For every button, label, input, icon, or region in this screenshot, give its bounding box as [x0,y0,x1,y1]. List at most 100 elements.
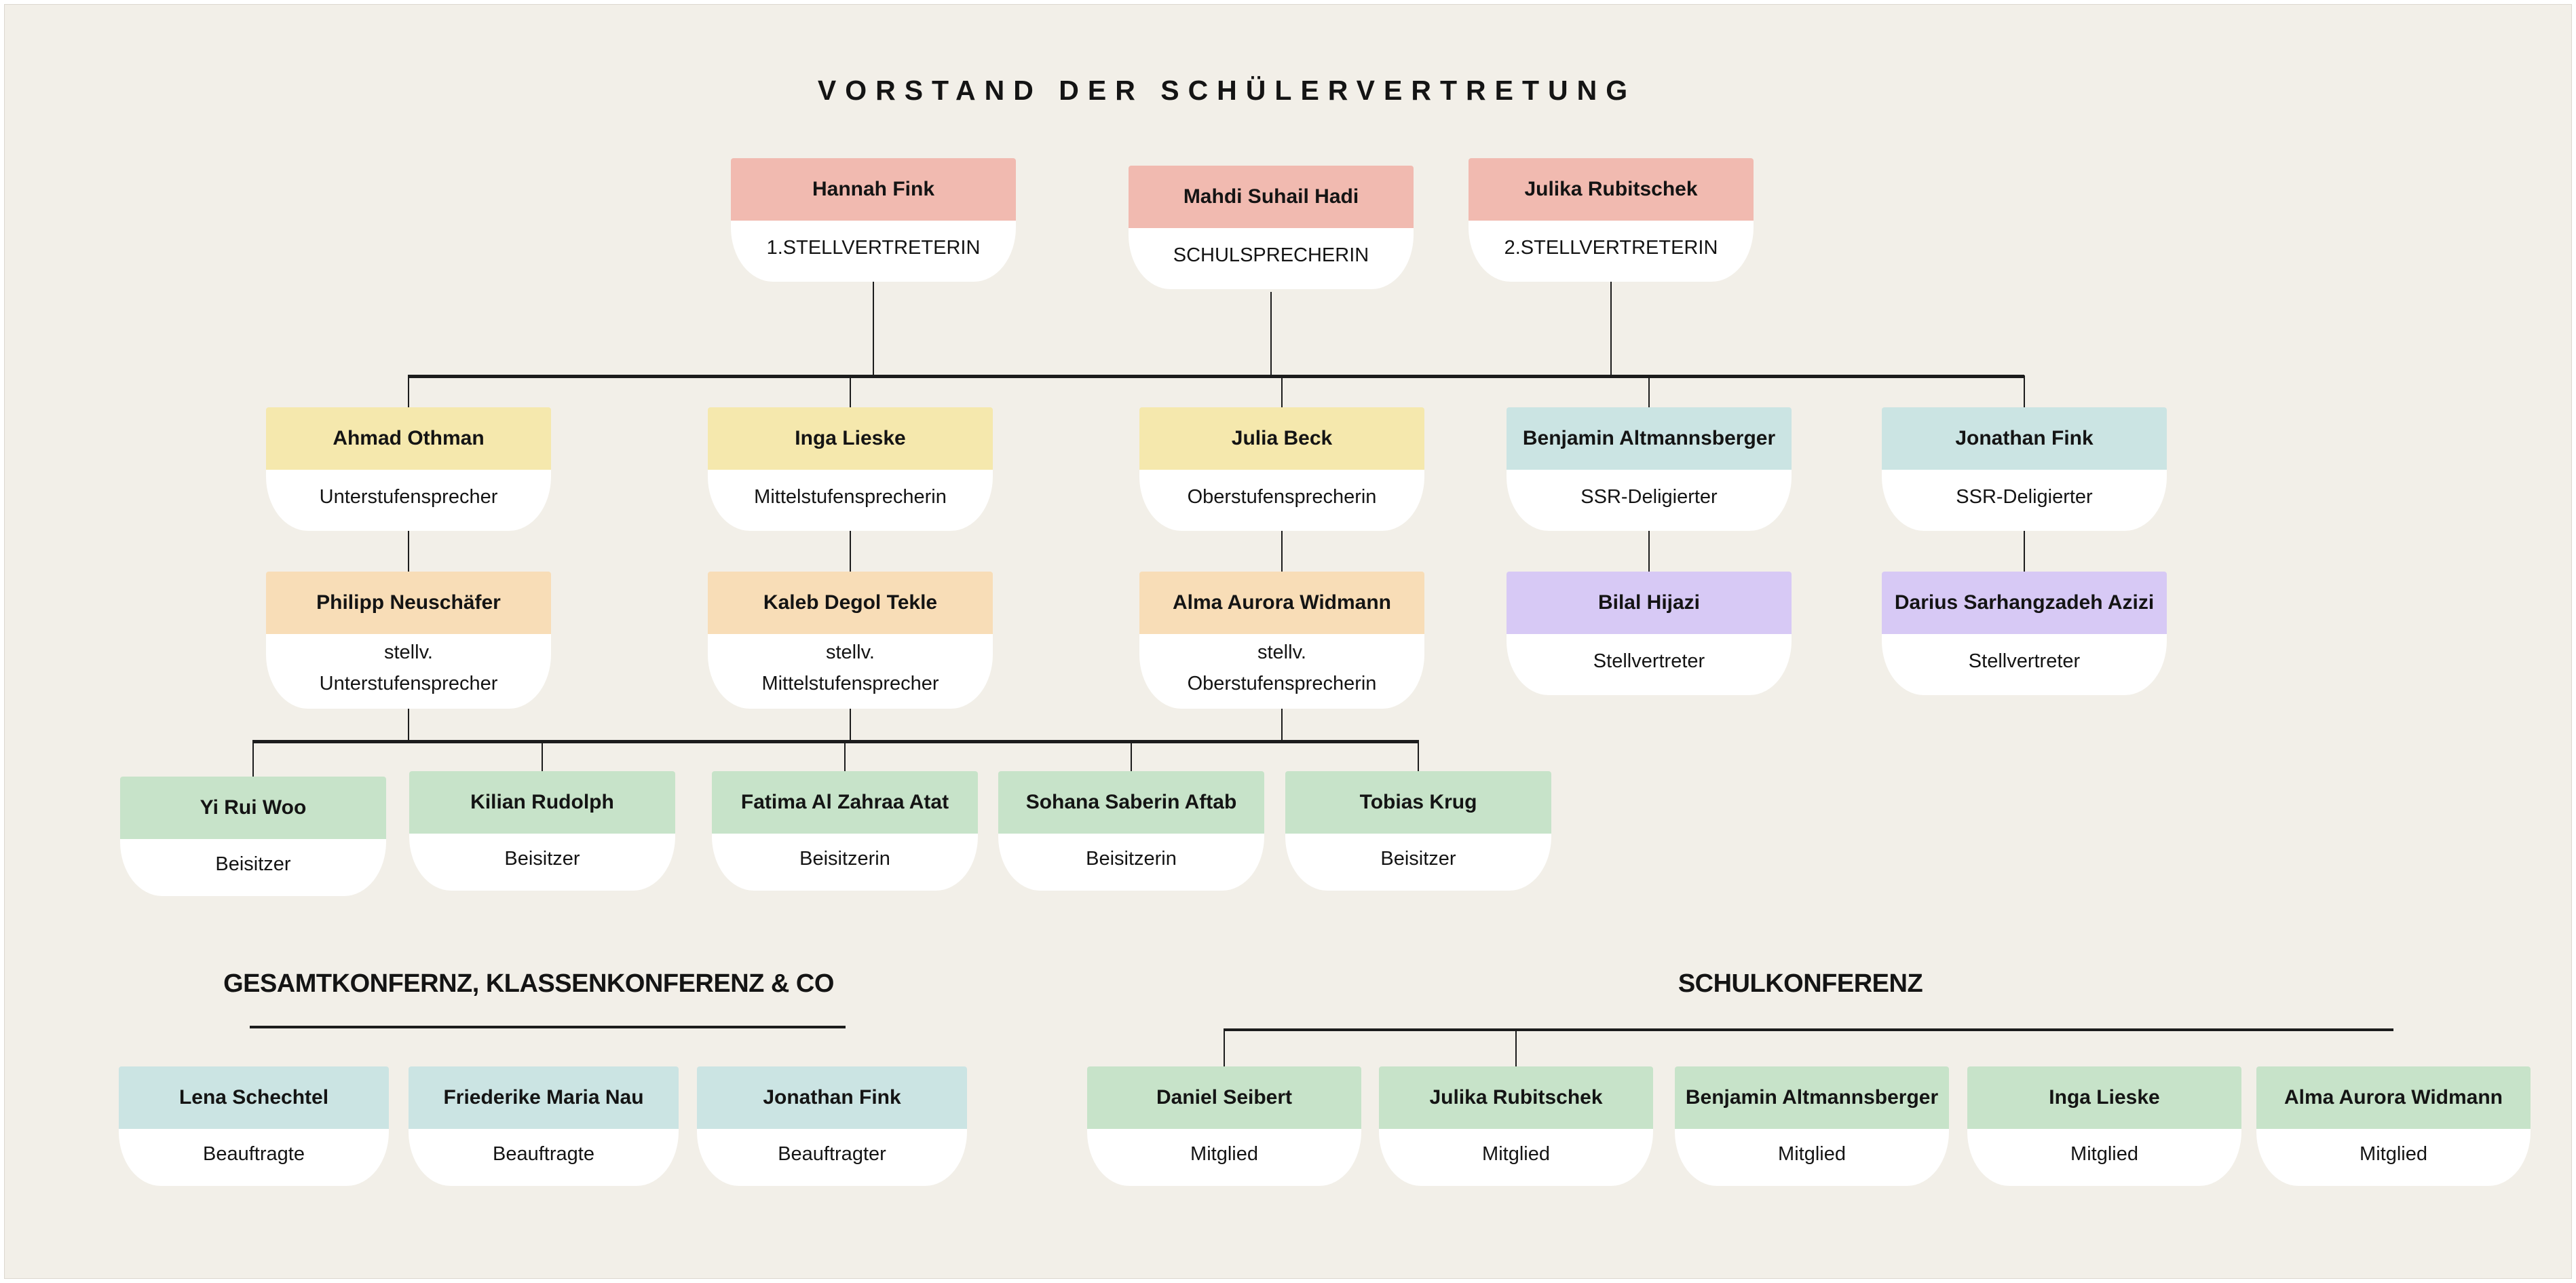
card-name: Bilal Hijazi [1507,572,1792,634]
org-card: Kaleb Degol Tekle stellv. Mittelstufensp… [708,572,993,709]
org-card: Ahmad Othman Unterstufensprecher [266,407,551,531]
connector-bus [252,740,1419,743]
card-name: Benjamin Altmannsberger [1675,1066,1949,1129]
card-role: stellv. Unterstufensprecher [266,634,551,709]
org-card: Darius Sarhangzadeh Azizi Stellvertreter [1882,572,2167,695]
connector-line [408,699,409,743]
card-role: Beisitzer [409,834,675,891]
org-card: Inga Lieske Mittelstufensprecherin [708,407,993,531]
org-card: Alma Aurora Widmann stellv. Oberstufensp… [1139,572,1424,709]
card-role: Beauftragter [697,1129,967,1186]
section-heading-right: SCHULKONFERENZ [1678,969,1923,998]
org-card: Friederike Maria Nau Beauftragte [409,1066,679,1186]
card-name: Daniel Seibert [1087,1066,1361,1129]
org-card: Fatima Al Zahraa Atat Beisitzerin [712,771,978,891]
card-role: Beisitzer [1285,834,1551,891]
page-title: VORSTAND DER SCHÜLERVERTRETUNG [817,75,1637,106]
org-card: Tobias Krug Beisitzer [1285,771,1551,891]
card-role: stellv. Oberstufensprecherin [1139,634,1424,709]
card-name: Kilian Rudolph [409,771,675,834]
org-card: Julika Rubitschek Mitglied [1379,1066,1653,1186]
card-role: Mittelstufensprecherin [708,470,993,531]
connector-line [542,741,543,781]
card-role: 2.STELLVERTRETERIN [1469,221,1754,282]
connector-line [1224,1029,1225,1071]
card-name: Kaleb Degol Tekle [708,572,993,634]
card-role: Beauftragte [409,1129,679,1186]
card-role: stellv. Mittelstufensprecher [708,634,993,709]
card-name: Alma Aurora Widmann [1139,572,1424,634]
card-role: Stellvertreter [1882,634,2167,695]
org-card: Bilal Hijazi Stellvertreter [1507,572,1792,695]
org-card: Yi Rui Woo Beisitzer [120,777,386,896]
connector-line [2024,523,2025,577]
connector-line [1281,699,1283,743]
card-name: Lena Schechtel [119,1066,389,1129]
card-role: Mitglied [1087,1129,1361,1186]
card-name: Ahmad Othman [266,407,551,470]
connector-line [850,523,851,577]
org-card: Julika Rubitschek 2.STELLVERTRETERIN [1469,158,1754,282]
card-name: Benjamin Altmannsberger [1507,407,1792,470]
org-card: Benjamin Altmannsberger SSR-Deligierter [1507,407,1792,531]
connector-line [1610,282,1612,378]
connector-line [1281,523,1283,577]
card-name: Alma Aurora Widmann [2256,1066,2531,1129]
card-role: SSR-Deligierter [1507,470,1792,531]
org-card: Lena Schechtel Beauftragte [119,1066,389,1186]
connector-line [873,282,874,378]
connector-line [408,523,409,577]
card-role: Beauftragte [119,1129,389,1186]
connector-line [1648,523,1650,577]
connector-line [1270,292,1272,378]
card-role: Beisitzer [120,839,386,896]
card-name: Jonathan Fink [1882,407,2167,470]
card-name: Tobias Krug [1285,771,1551,834]
org-card: Mahdi Suhail Hadi SCHULSPRECHERIN [1129,166,1414,289]
org-card: Alma Aurora Widmann Mitglied [2256,1066,2531,1186]
card-name: Julika Rubitschek [1379,1066,1653,1129]
org-card: Sohana Saberin Aftab Beisitzerin [998,771,1264,891]
card-role: Mitglied [2256,1129,2531,1186]
card-role: Beisitzerin [712,834,978,891]
connector-line [850,375,851,413]
card-role: Mitglied [1675,1129,1949,1186]
card-role: Beisitzerin [998,834,1264,891]
connector-line [1515,1029,1517,1071]
connector-line [408,375,409,413]
card-name: Jonathan Fink [697,1066,967,1129]
card-role: Mitglied [1967,1129,2241,1186]
connector-line [1131,741,1132,781]
card-name: Sohana Saberin Aftab [998,771,1264,834]
org-card: Inga Lieske Mitglied [1967,1066,2241,1186]
connector-line [252,741,254,781]
connector-line [2024,375,2025,413]
connector-line [1418,741,1419,781]
org-card: Daniel Seibert Mitglied [1087,1066,1361,1186]
card-name: Hannah Fink [731,158,1016,221]
card-name: Philipp Neuschäfer [266,572,551,634]
org-card: Benjamin Altmannsberger Mitglied [1675,1066,1949,1186]
card-name: Julika Rubitschek [1469,158,1754,221]
connector-line [1648,375,1650,413]
org-card: Hannah Fink 1.STELLVERTRETERIN [731,158,1016,282]
section-heading-left: GESAMTKONFERNZ, KLASSENKONFERENZ & CO [223,969,834,998]
connector-bus [1224,1028,2393,1031]
connector-line [844,741,846,781]
card-role: Unterstufensprecher [266,470,551,531]
card-name: Inga Lieske [708,407,993,470]
card-role: SSR-Deligierter [1882,470,2167,531]
card-role: 1.STELLVERTRETERIN [731,221,1016,282]
card-role: Stellvertreter [1507,634,1792,695]
card-role: Oberstufensprecherin [1139,470,1424,531]
card-role: Mitglied [1379,1129,1653,1186]
org-card: Kilian Rudolph Beisitzer [409,771,675,891]
card-name: Yi Rui Woo [120,777,386,839]
org-card: Jonathan Fink Beauftragter [697,1066,967,1186]
connector-line [850,699,851,743]
card-name: Mahdi Suhail Hadi [1129,166,1414,228]
card-name: Inga Lieske [1967,1066,2241,1129]
card-name: Friederike Maria Nau [409,1066,679,1129]
connector-bus [408,375,2024,378]
